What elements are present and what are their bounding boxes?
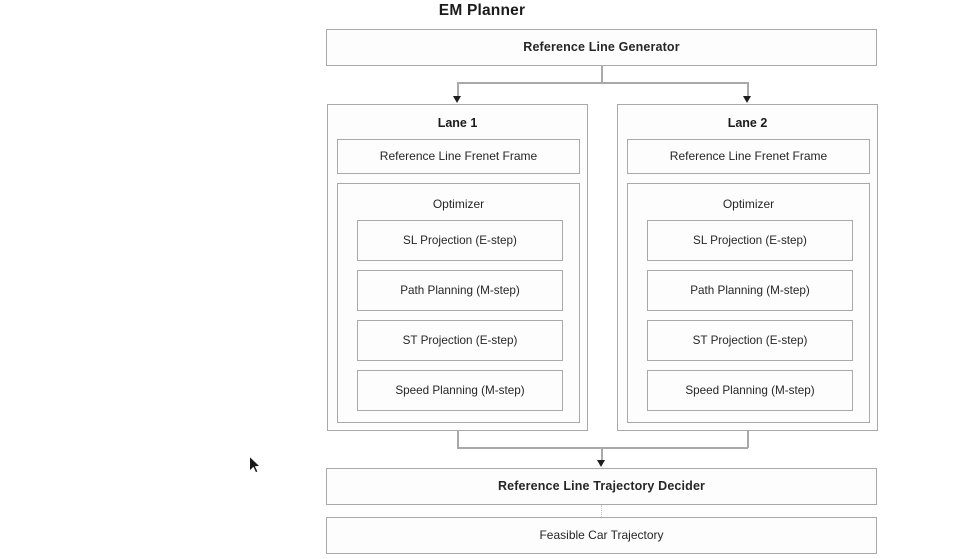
- lane-2-optimizer-container: Optimizer SL Projection (E-step) Path Pl…: [627, 183, 870, 423]
- lane-2-optimizer-title: Optimizer: [722, 197, 775, 211]
- lane-1-title: Lane 1: [437, 116, 478, 130]
- lane-1-optimizer-container: Optimizer SL Projection (E-step) Path Pl…: [337, 183, 580, 423]
- lane-2-step-st-projection: ST Projection (E-step): [647, 320, 853, 361]
- connector-top-left-drop: [457, 82, 459, 97]
- lane-2-step-path-planning: Path Planning (M-step): [647, 270, 853, 311]
- lane-1-optimizer-title: Optimizer: [432, 197, 485, 211]
- lane-2-step-sl-projection: SL Projection (E-step): [647, 220, 853, 261]
- arrow-to-trajectory-decider: [597, 460, 605, 467]
- page-title: EM Planner: [438, 2, 526, 19]
- reference-line-generator-box: Reference Line Generator: [326, 29, 877, 66]
- lane-2-container: Lane 2 Reference Line Frenet Frame Optim…: [617, 104, 878, 431]
- lane-2-frenet-frame-box: Reference Line Frenet Frame: [627, 139, 870, 174]
- lane-2-step-speed-planning: Speed Planning (M-step): [647, 370, 853, 411]
- connector-bottom-bus: [457, 447, 748, 449]
- lane-1-step-sl-projection: SL Projection (E-step): [357, 220, 563, 261]
- arrow-to-lane-2: [743, 96, 751, 103]
- lane-2-title: Lane 2: [727, 116, 768, 130]
- connector-top-bus: [457, 82, 748, 84]
- arrow-to-lane-1: [453, 96, 461, 103]
- connector-top-stem: [601, 66, 603, 83]
- lane-1-step-path-planning: Path Planning (M-step): [357, 270, 563, 311]
- connector-decider-to-trajectory: [601, 505, 602, 517]
- reference-line-trajectory-decider-box: Reference Line Trajectory Decider: [326, 468, 877, 505]
- connector-bottom-right-rise: [747, 431, 749, 448]
- connector-bottom-stem: [601, 447, 603, 461]
- lane-1-step-st-projection: ST Projection (E-step): [357, 320, 563, 361]
- feasible-car-trajectory-box: Feasible Car Trajectory: [326, 517, 877, 554]
- lane-1-container: Lane 1 Reference Line Frenet Frame Optim…: [327, 104, 588, 431]
- mouse-pointer-icon: [249, 455, 262, 474]
- lane-1-frenet-frame-box: Reference Line Frenet Frame: [337, 139, 580, 174]
- lane-1-step-speed-planning: Speed Planning (M-step): [357, 370, 563, 411]
- connector-bottom-left-rise: [457, 431, 459, 448]
- connector-top-right-drop: [747, 82, 749, 97]
